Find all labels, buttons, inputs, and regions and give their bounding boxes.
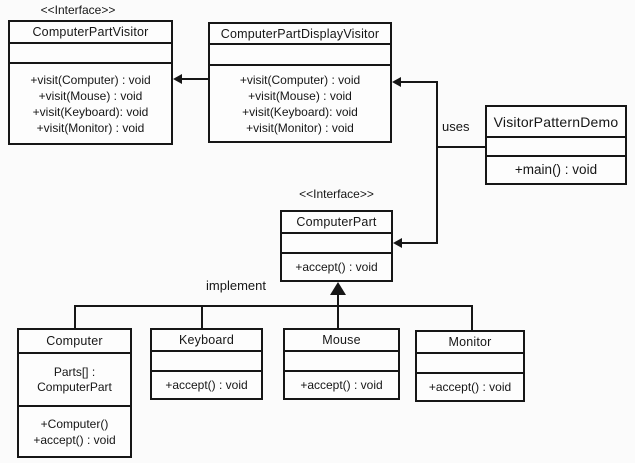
methods-compartment: +Computer() +accept() : void bbox=[19, 407, 130, 456]
class-visitorpatterndemo: VisitorPatternDemo +main() : void bbox=[485, 105, 627, 185]
class-monitor: Monitor +accept() : void bbox=[415, 330, 525, 402]
method: +accept() : void bbox=[295, 260, 378, 274]
interface-stereotype-computerpartvisitor: <<Interface>> bbox=[40, 3, 116, 17]
riser-monitor bbox=[471, 305, 473, 332]
interface-stereotype-computerpart: <<Interface>> bbox=[299, 187, 374, 201]
methods-compartment: +visit(Computer) : void +visit(Mouse) : … bbox=[10, 64, 171, 143]
methods-compartment: +main() : void bbox=[487, 157, 625, 183]
method: +accept() : void bbox=[428, 380, 512, 394]
method: +Computer() bbox=[40, 416, 109, 431]
attributes-compartment bbox=[285, 352, 398, 372]
class-name: Keyboard bbox=[152, 330, 261, 352]
riser-keyboard bbox=[201, 305, 203, 330]
riser-computer bbox=[74, 305, 76, 330]
methods-compartment: +visit(Computer) : void +visit(Mouse) : … bbox=[210, 66, 390, 141]
methods-compartment: +accept() : void bbox=[417, 374, 523, 400]
attributes-compartment bbox=[282, 234, 391, 254]
method: +accept() : void bbox=[33, 432, 116, 447]
attribute: ComputerPart bbox=[37, 379, 112, 394]
class-computerpartvisitor: ComputerPartVisitor +visit(Computer) : v… bbox=[8, 20, 173, 145]
class-name: ComputerPart bbox=[282, 212, 391, 234]
method: +visit(Computer) : void bbox=[30, 72, 151, 87]
uses-label: uses bbox=[442, 119, 470, 134]
class-computerpartdisplayvisitor: ComputerPartDisplayVisitor +visit(Comput… bbox=[208, 22, 392, 143]
method: +visit(Mouse) : void bbox=[38, 88, 143, 103]
riser-mouse bbox=[337, 305, 339, 330]
attributes-compartment bbox=[417, 354, 523, 374]
method: +visit(Keyboard): void bbox=[32, 104, 149, 119]
class-name: ComputerPartVisitor bbox=[10, 22, 171, 44]
class-name: ComputerPartDisplayVisitor bbox=[210, 24, 390, 45]
edge-displayvisitor-to-visitor bbox=[181, 78, 208, 80]
class-computer: Computer Parts[] : ComputerPart +Compute… bbox=[17, 328, 132, 458]
edge-uses-to-computerpart bbox=[401, 242, 437, 244]
edge-uses-vertical bbox=[436, 81, 438, 244]
method: +visit(Mouse) : void bbox=[248, 88, 352, 103]
methods-compartment: +accept() : void bbox=[282, 254, 391, 280]
class-name: Monitor bbox=[417, 332, 523, 354]
arrowhead-to-displayvisitor bbox=[392, 77, 401, 87]
method: +visit(Keyboard): void bbox=[242, 104, 358, 119]
attributes-compartment bbox=[210, 45, 390, 66]
methods-compartment: +accept() : void bbox=[285, 372, 398, 398]
class-computerpart: ComputerPart +accept() : void bbox=[280, 210, 393, 282]
class-keyboard: Keyboard +accept() : void bbox=[150, 328, 263, 400]
class-name: Mouse bbox=[285, 330, 398, 352]
attributes-compartment bbox=[152, 352, 261, 372]
arrowhead-to-computerpartvisitor bbox=[173, 74, 182, 84]
class-name: VisitorPatternDemo bbox=[487, 107, 625, 138]
attribute: Parts[] : bbox=[53, 364, 96, 379]
method: +accept() : void bbox=[300, 378, 383, 392]
class-mouse: Mouse +accept() : void bbox=[283, 328, 400, 400]
arrowhead-to-computerpart bbox=[393, 238, 402, 248]
methods-compartment: +accept() : void bbox=[152, 372, 261, 398]
generalization-arrowhead-up bbox=[330, 282, 346, 295]
edge-implement-vertical bbox=[337, 293, 339, 307]
attributes-compartment bbox=[10, 44, 171, 64]
edge-implement-bus bbox=[74, 305, 473, 307]
attributes-compartment: Parts[] : ComputerPart bbox=[19, 354, 130, 407]
implement-label: implement bbox=[206, 278, 266, 293]
method: +accept() : void bbox=[165, 378, 248, 392]
edge-uses-to-displayvisitor bbox=[400, 81, 437, 83]
class-name: Computer bbox=[19, 330, 130, 354]
method: +main() : void bbox=[514, 162, 598, 177]
method: +visit(Monitor) : void bbox=[36, 120, 145, 135]
method: +visit(Monitor) : void bbox=[246, 120, 354, 135]
method: +visit(Computer) : void bbox=[239, 72, 361, 87]
edge-demo-stub bbox=[437, 146, 485, 148]
attributes-compartment bbox=[487, 138, 625, 157]
